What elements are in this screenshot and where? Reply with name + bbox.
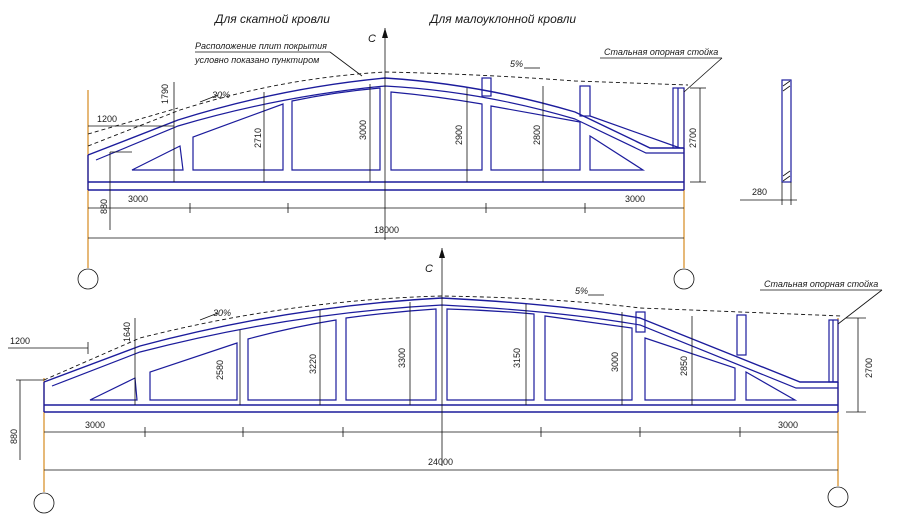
bottom-dim-3220: 3220 [308, 354, 318, 374]
top-section-hatch-2 [782, 85, 791, 92]
bottom-dim-3300: 3300 [397, 348, 407, 368]
top-dim-2700: 2700 [688, 128, 698, 148]
bottom-dim-3000-right: 3000 [778, 420, 798, 430]
top-section-hatch-1 [782, 80, 791, 87]
bottom-truss-panel-7 [644, 337, 736, 401]
top-truss-top-chord-inner [95, 85, 684, 161]
top-dim-1790: 1790 [160, 84, 170, 104]
top-dim-3000-left: 3000 [128, 194, 148, 204]
top-center-axis-arrow [382, 28, 388, 38]
bottom-truss-top-chord-inner [51, 304, 838, 389]
header-pitched-roof: Для скатной кровли [213, 12, 330, 26]
bottom-truss-panel-6 [544, 315, 633, 401]
top-axis-label: С [368, 33, 376, 45]
top-slope-5: 5% [510, 59, 523, 69]
top-truss-panel-4 [390, 91, 483, 171]
top-left-axis-circle [77, 268, 99, 290]
bottom-dim-2580: 2580 [215, 360, 225, 380]
bottom-truss-top-chord [43, 297, 838, 383]
top-steel-post-label: Стальная опорная стойка [604, 47, 718, 57]
top-truss: С Расположение плит покрытия условно пок… [77, 28, 797, 290]
bottom-dim-2850: 2850 [679, 356, 689, 376]
top-dim-280: 280 [752, 187, 767, 197]
top-truss-top-chord [87, 77, 684, 156]
top-note-line2: условно показано пунктиром [194, 55, 319, 65]
top-note-line1: Расположение плит покрытия [195, 41, 327, 51]
top-truss-diagonal [589, 115, 681, 149]
bottom-truss-panel-1 [89, 377, 138, 401]
bottom-dim-3000-left: 3000 [85, 420, 105, 430]
top-truss-post-right [579, 85, 591, 117]
bottom-steel-post-label: Стальная опорная стойка [764, 279, 878, 289]
header-low-slope-roof: Для малоуклонной кровли [428, 12, 576, 26]
top-truss-panel-3 [291, 87, 381, 171]
top-right-axis-circle [673, 268, 695, 290]
bottom-dim-2700: 2700 [864, 358, 874, 378]
bottom-truss-post-2 [736, 314, 747, 356]
top-note-leader [329, 51, 363, 77]
top-section-hatch-3 [782, 170, 791, 177]
bottom-dim-span: 24000 [428, 457, 453, 467]
bottom-right-axis-circle [827, 486, 849, 508]
top-slope-30: 30% [212, 90, 230, 100]
bottom-slope-30-arrow [199, 312, 219, 321]
bottom-dim-3150: 3150 [512, 348, 522, 368]
bottom-roof-panels-dashed [43, 295, 843, 381]
top-truss-panel-1 [131, 145, 184, 171]
bottom-dim-3000: 3000 [610, 352, 620, 372]
bottom-truss-bottom-chord [44, 404, 838, 413]
top-dim-2900: 2900 [454, 125, 464, 145]
top-truss-post-mid [481, 77, 492, 97]
bottom-truss-panel-4 [345, 308, 437, 401]
top-steel-post-leader [683, 57, 723, 93]
bottom-truss: С Стальная опорная стойка 30% 5% 1640 25… [8, 248, 883, 514]
bottom-truss-panel-8 [745, 370, 798, 401]
bottom-slope-30: 30% [213, 308, 231, 318]
bottom-center-axis-arrow [439, 248, 445, 258]
top-roof-panels-dashed-2 [87, 107, 179, 135]
bottom-dim-880: 880 [9, 429, 19, 444]
top-truss-bottom-chord [88, 181, 684, 191]
top-dim-880: 880 [99, 199, 109, 214]
bottom-dim-1640: 1640 [122, 322, 132, 342]
top-section-hatch-4 [782, 175, 791, 182]
bottom-truss-panel-2 [149, 342, 238, 401]
bottom-left-axis-circle [33, 492, 55, 514]
bottom-slope-5: 5% [575, 286, 588, 296]
bottom-dim-1200: 1200 [10, 336, 30, 346]
bottom-truss-panel-3 [247, 319, 337, 401]
bottom-truss-post-1 [635, 311, 646, 333]
bottom-truss-panel-5 [446, 308, 535, 401]
top-truss-panel-6 [589, 134, 646, 171]
top-dim-3000-right: 3000 [625, 194, 645, 204]
top-dim-2710: 2710 [253, 128, 263, 148]
top-dim-1200: 1200 [97, 114, 117, 124]
top-slope-30-arrow [199, 94, 219, 103]
top-section-detail [781, 79, 792, 183]
top-dim-3000: 3000 [358, 120, 368, 140]
bottom-axis-label: С [425, 263, 433, 275]
top-dim-span: 18000 [374, 225, 399, 235]
bottom-steel-post-leader [837, 289, 883, 325]
top-truss-panel-5 [490, 105, 581, 171]
top-dim-2800: 2800 [532, 125, 542, 145]
top-truss-panel-2 [192, 103, 284, 171]
top-roof-panels-dashed [87, 71, 689, 147]
